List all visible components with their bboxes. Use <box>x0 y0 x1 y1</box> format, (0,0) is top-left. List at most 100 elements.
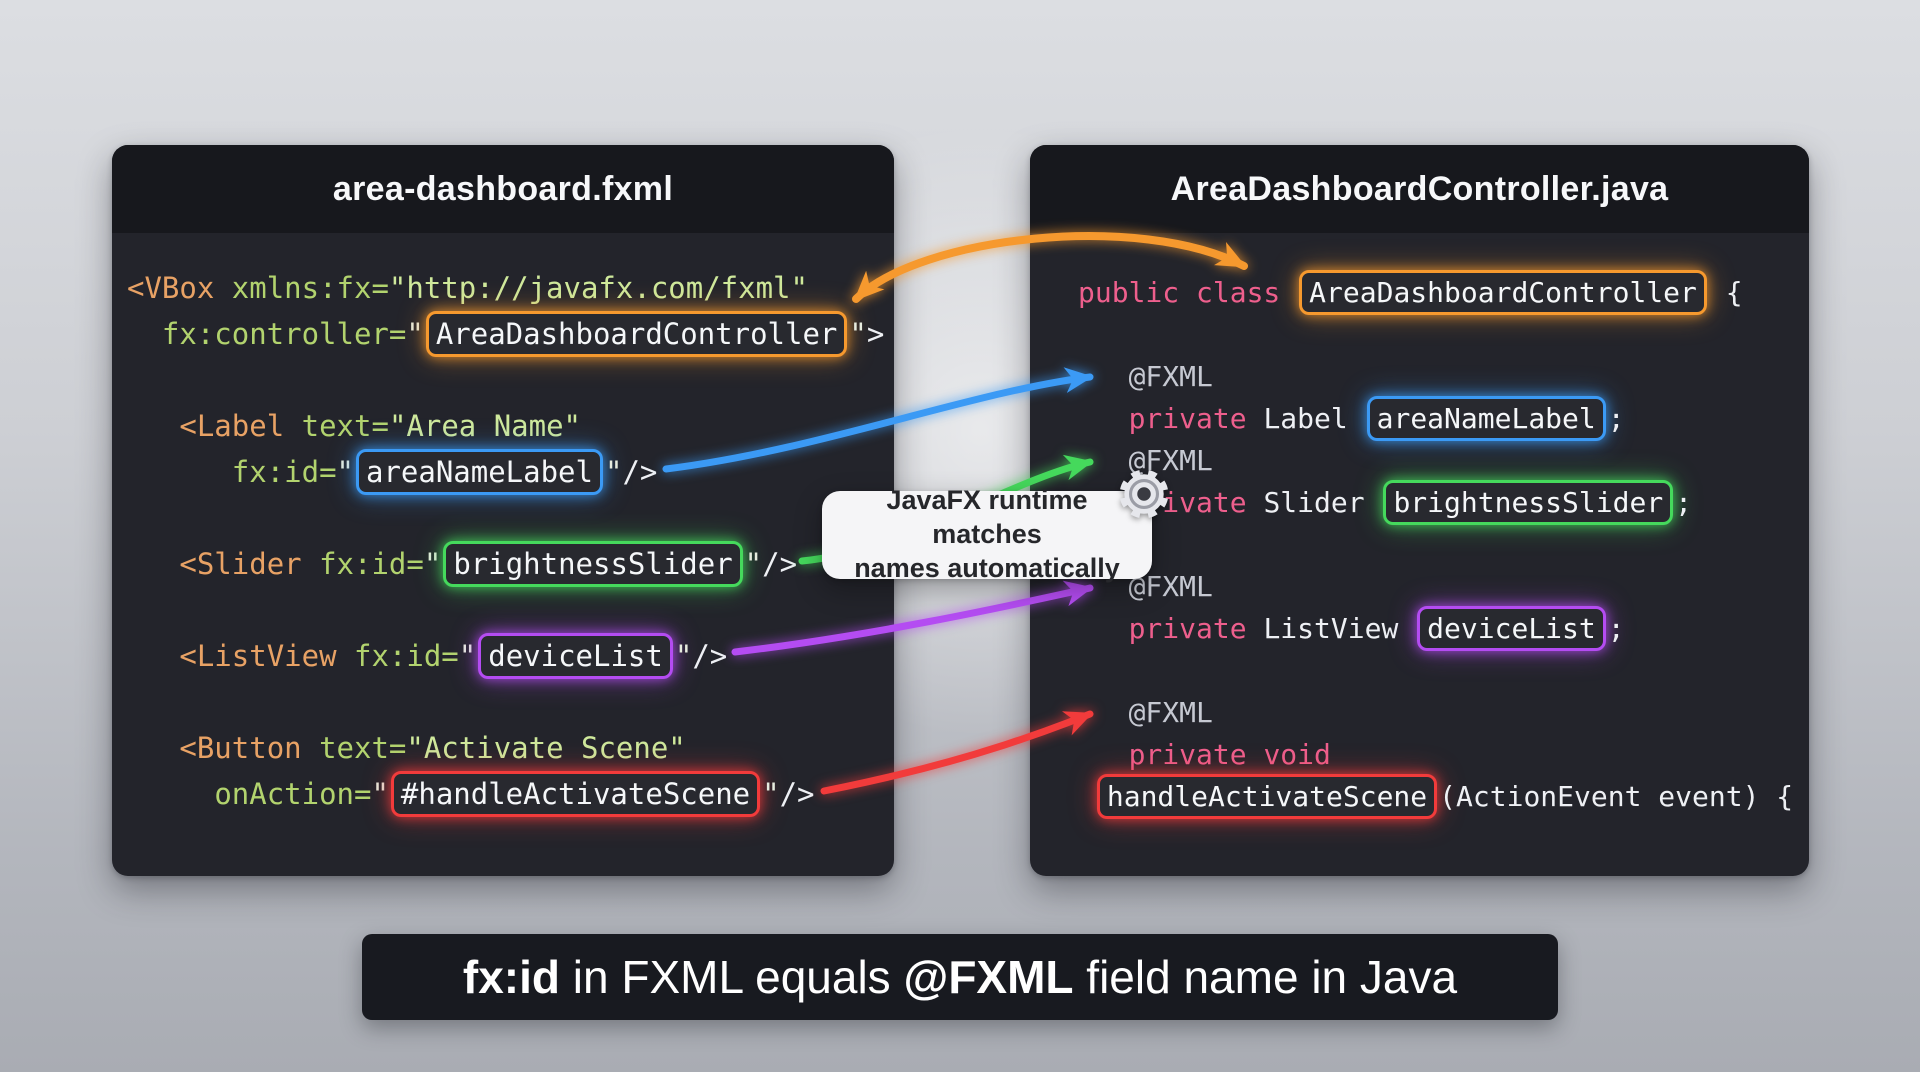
code-line: @FXML <box>1078 440 1793 482</box>
token <box>1078 696 1129 729</box>
code-line: fx:id="areaNameLabel"/> <box>127 449 884 495</box>
token <box>127 639 179 673</box>
highlight-purple: deviceList <box>1417 606 1606 651</box>
token: " <box>762 777 780 811</box>
token <box>127 317 162 351</box>
caption-keyword: @FXML <box>903 951 1074 1003</box>
token: /> <box>692 639 728 673</box>
fxml-panel-title: area-dashboard.fxml <box>112 145 894 233</box>
token: onAction= <box>214 777 372 811</box>
token <box>127 777 214 811</box>
caption-text: fx:id in FXML equals @FXML field name in… <box>463 950 1457 1004</box>
token: " <box>849 317 867 351</box>
token: fx:controller= <box>161 317 407 351</box>
token: "http://javafx.com/fxml" <box>388 271 808 305</box>
token <box>1078 402 1129 435</box>
highlight-orange: AreaDashboardController <box>1299 270 1707 315</box>
token: ; <box>1675 486 1693 519</box>
token: private void <box>1128 738 1331 771</box>
token <box>284 409 301 443</box>
code-line: public class AreaDashboardController { <box>1078 270 1793 315</box>
token: { <box>1708 276 1743 309</box>
code-line: <Slider fx:id="brightnessSlider"/> <box>127 541 884 587</box>
token <box>127 409 179 443</box>
code-line: private ListView deviceList; <box>1078 606 1793 651</box>
highlight-green: brightnessSlider <box>443 541 743 587</box>
token: <ListView <box>179 639 337 673</box>
code-line <box>127 357 884 403</box>
code-line: <VBox xmlns:fx="http://javafx.com/fxml" <box>127 265 884 311</box>
token: " <box>674 639 693 673</box>
token: " <box>336 455 354 489</box>
token <box>1280 276 1297 309</box>
token: /> <box>622 455 658 489</box>
token: " <box>604 455 623 489</box>
token <box>127 547 179 581</box>
token: ; <box>1607 612 1625 645</box>
code-line <box>1078 524 1793 566</box>
code-line: <ListView fx:id="deviceList"/> <box>127 633 884 679</box>
highlight-orange: AreaDashboardController <box>425 311 848 357</box>
token <box>1078 360 1129 393</box>
token: <Label <box>179 409 285 443</box>
token: " <box>371 777 389 811</box>
code-line <box>1078 314 1793 356</box>
code-line: fx:controller="AreaDashboardController"> <box>127 311 884 357</box>
token: private <box>1128 402 1247 435</box>
token: /> <box>762 547 798 581</box>
token: public class <box>1078 276 1281 309</box>
token <box>337 639 354 673</box>
token: "Activate Scene" <box>406 731 686 765</box>
code-line: @FXML <box>1078 566 1793 608</box>
java-code: public class AreaDashboardController { @… <box>1078 270 1794 819</box>
code-line: private void <box>1078 734 1793 776</box>
token: fx:id= <box>354 639 459 673</box>
fxml-panel: area-dashboard.fxml <box>112 145 894 876</box>
token: @FXML <box>1128 360 1213 393</box>
java-panel-title: AreaDashboardController.java <box>1030 145 1809 233</box>
code-line: onAction="#handleActivateScene"/> <box>127 771 884 817</box>
highlight-red: handleActivateScene <box>1096 774 1438 819</box>
token: (ActionEvent event) { <box>1439 780 1794 813</box>
code-line: <Button text="Activate Scene" <box>127 725 884 771</box>
token: @FXML <box>1128 444 1213 477</box>
token: <Button <box>179 731 302 765</box>
code-line: @FXML <box>1078 692 1793 734</box>
code-line <box>127 495 884 541</box>
token: > <box>866 317 885 351</box>
code-line <box>127 679 884 725</box>
token: "Area Name" <box>388 409 581 443</box>
caption-segment: field name in Java <box>1073 951 1458 1003</box>
highlight-green: brightnessSlider <box>1383 480 1674 525</box>
token <box>302 547 319 581</box>
code-line <box>1078 650 1793 692</box>
token <box>214 271 231 305</box>
tooltip-line-2: names automatically <box>854 552 1120 583</box>
token: fx:id= <box>319 547 424 581</box>
token <box>1078 780 1095 813</box>
token: " <box>744 547 763 581</box>
token: text= <box>319 731 407 765</box>
code-line: handleActivateScene(ActionEvent event) { <box>1078 774 1794 819</box>
token: /> <box>779 777 815 811</box>
token <box>127 731 179 765</box>
token <box>302 731 319 765</box>
token: ; <box>1607 402 1625 435</box>
runtime-tooltip: JavaFX runtime matches names automatical… <box>822 485 1152 583</box>
token: " <box>406 317 424 351</box>
highlight-blue: areaNameLabel <box>1366 396 1606 441</box>
token: xmlns:fx= <box>231 271 389 305</box>
token <box>1078 612 1129 645</box>
token: fx:id= <box>231 455 337 489</box>
token: <Slider <box>179 547 302 581</box>
token: " <box>423 547 442 581</box>
code-line: <Label text="Area Name" <box>127 403 884 449</box>
token: " <box>458 639 477 673</box>
tooltip-line-1: JavaFX runtime matches <box>886 485 1088 550</box>
token: text= <box>301 409 389 443</box>
fxml-code: <VBox xmlns:fx="http://javafx.com/fxml" … <box>127 265 884 817</box>
highlight-red: #handleActivateScene <box>390 771 761 817</box>
token <box>127 455 232 489</box>
highlight-blue: areaNameLabel <box>356 449 603 495</box>
